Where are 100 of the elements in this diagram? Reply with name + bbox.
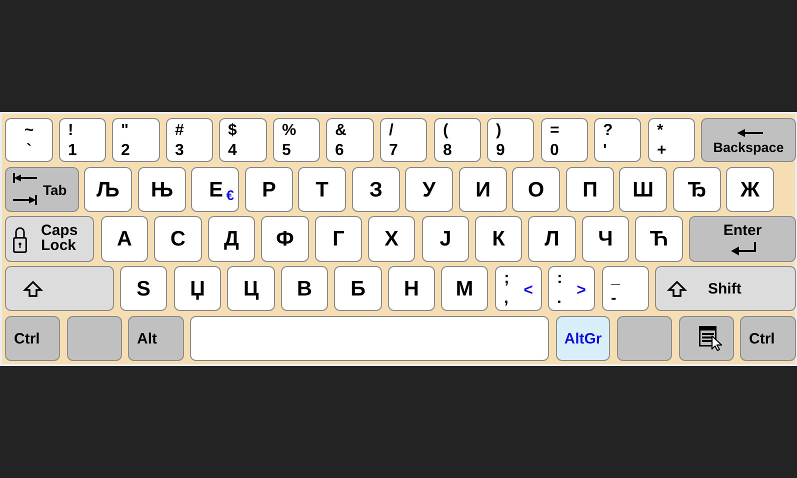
- keyboard-key: [701, 118, 796, 162]
- key-label: Shift: [708, 281, 742, 296]
- key-character: (: [443, 123, 448, 139]
- keyboard-key: [138, 167, 186, 212]
- keyboard-key: [648, 118, 695, 162]
- keyboard-key: [368, 216, 415, 262]
- key-character: Г: [332, 228, 344, 250]
- keyboard-key: [298, 167, 346, 212]
- keyboard-key: [655, 266, 796, 311]
- key-character: =: [550, 123, 560, 139]
- keyboard-key: [495, 266, 542, 311]
- keyboard-key: [326, 118, 374, 162]
- keyboard-key: [166, 118, 213, 162]
- keyboard-key: [120, 266, 167, 311]
- key-character: 1: [68, 143, 77, 159]
- keyboard-key: [174, 266, 221, 311]
- key-character: ': [603, 143, 607, 159]
- key-character: $: [228, 123, 237, 139]
- key-character: ~: [24, 123, 34, 139]
- key-character: А: [116, 228, 132, 250]
- altgr-character: <: [524, 283, 533, 299]
- keyboard-key: [380, 118, 427, 162]
- key-character: Ѕ: [136, 278, 150, 299]
- key-label: Ctrl: [14, 331, 40, 346]
- key-character: 0: [550, 143, 559, 159]
- keyboard-key: [5, 266, 114, 311]
- keyboard-key: [219, 118, 267, 162]
- keyboard-key: [5, 118, 53, 162]
- keyboard-key: [441, 266, 488, 311]
- key-label: Caps Lock: [41, 223, 78, 253]
- key-label: Alt: [137, 331, 157, 346]
- key-character: :: [557, 271, 562, 287]
- altgr-character: >: [576, 283, 586, 299]
- key-character: 7: [389, 143, 398, 159]
- keyboard-key: [315, 216, 362, 262]
- key-character: Е: [209, 179, 224, 200]
- keyboard-key: [619, 167, 667, 212]
- key-character: 9: [496, 143, 505, 159]
- key-character: 6: [335, 143, 344, 159]
- keyboard-key: [352, 167, 400, 212]
- keyboard-key: [245, 167, 293, 212]
- keyboard-key: [541, 118, 588, 162]
- key-character: Ч: [598, 228, 613, 250]
- key-character: 5: [282, 143, 291, 159]
- key-character: `: [26, 143, 32, 159]
- key-character: И: [475, 179, 491, 200]
- key-character: &: [335, 123, 347, 139]
- key-character: -: [611, 291, 616, 307]
- key-character: Д: [224, 228, 239, 250]
- keyboard-key: [273, 118, 320, 162]
- key-character: В: [296, 278, 312, 299]
- space-bar: [190, 316, 549, 361]
- key-character: 2: [121, 143, 130, 159]
- keyboard-key: [679, 316, 734, 361]
- keyboard-key: [548, 266, 595, 311]
- key-character: С: [170, 228, 186, 250]
- keyboard-key: [740, 316, 796, 361]
- key-character: П: [582, 179, 598, 200]
- keyboard-key: [261, 216, 309, 262]
- key-character: Ј: [440, 228, 452, 250]
- key-character: Л: [544, 228, 560, 250]
- key-character: 3: [175, 143, 184, 159]
- keyboard-key: [434, 118, 481, 162]
- key-label: Backspace: [713, 141, 784, 154]
- key-character: Њ: [150, 179, 174, 200]
- key-character: Љ: [96, 179, 120, 200]
- key-character: +: [657, 143, 666, 159]
- keyboard-key: [227, 266, 275, 311]
- key-character: 4: [228, 143, 237, 159]
- key-character: Ђ: [688, 179, 706, 200]
- keyboard-key: [334, 266, 382, 311]
- keyboard-key: [67, 316, 122, 361]
- keyboard-key: [101, 216, 148, 262]
- key-character: Т: [316, 179, 328, 200]
- keyboard-key: [594, 118, 641, 162]
- key-character: %: [282, 123, 296, 139]
- keyboard-key: [191, 167, 239, 212]
- key-character: ": [121, 123, 129, 139]
- key-label: AltGr: [564, 331, 602, 346]
- keyboard-key: [566, 167, 614, 212]
- key-character: !: [68, 123, 74, 139]
- key-character: ?: [603, 123, 613, 139]
- altgr-character: €: [226, 188, 234, 202]
- keyboard-key: [281, 266, 328, 311]
- key-character: Ф: [276, 228, 294, 250]
- keyboard-key: [5, 216, 94, 262]
- key-character: У: [422, 179, 436, 200]
- keyboard-key: [459, 167, 507, 212]
- key-character: Ц: [243, 278, 259, 299]
- keyboard-key: [208, 216, 255, 262]
- keyboard-key: [5, 167, 79, 212]
- key-character: /: [389, 123, 394, 139]
- keyboard-key: [59, 118, 106, 162]
- key-character: М: [456, 278, 474, 299]
- keyboard-key: [673, 167, 721, 212]
- key-character: Б: [350, 278, 366, 299]
- key-character: #: [175, 123, 184, 139]
- keyboard-key: [726, 167, 774, 212]
- keyboard-key: [556, 316, 610, 361]
- keyboard-key: [112, 118, 160, 162]
